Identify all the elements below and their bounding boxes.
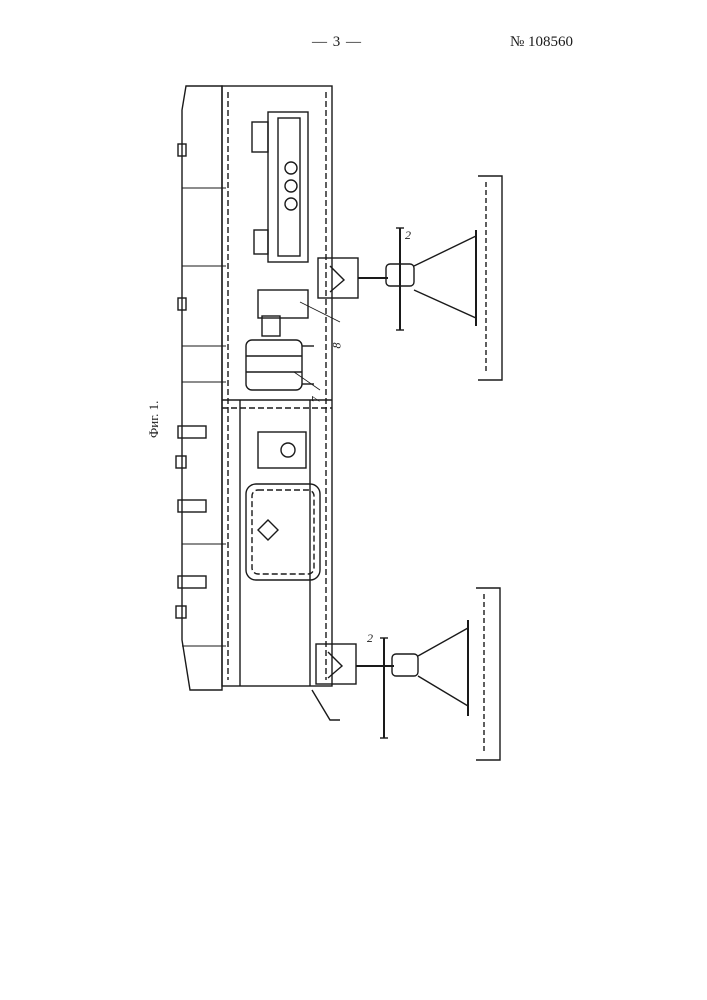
left-clamps	[176, 144, 206, 618]
callout-2-lower: 2	[367, 631, 373, 646]
main-frame	[222, 86, 332, 686]
upper-base-plate	[478, 176, 502, 380]
lower-base-plate	[476, 588, 500, 760]
drive-unit-8	[258, 290, 308, 318]
callout-7: 7	[309, 397, 324, 403]
callout-2-upper: 2	[405, 228, 411, 243]
motor-7	[246, 340, 302, 390]
inner-panel	[246, 484, 320, 580]
callout-8: 8	[330, 343, 345, 349]
outer-frame	[182, 86, 222, 690]
upper-actuator-block	[318, 258, 358, 298]
lower-actuator-block	[316, 644, 356, 684]
upper-housing	[268, 112, 308, 262]
